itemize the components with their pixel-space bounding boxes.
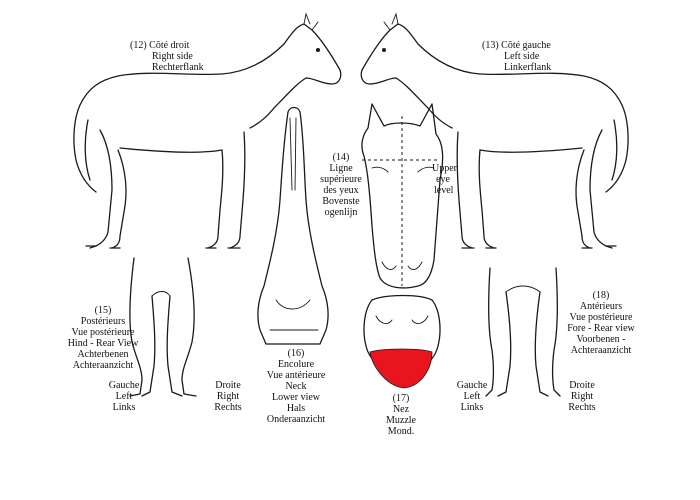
right-side-line-3: Rechterflank	[152, 62, 204, 73]
neck-lower-view-drawing	[257, 106, 329, 345]
eye-level-line-1: (14)	[332, 152, 350, 163]
left-side-line-2: Left side	[504, 51, 540, 62]
muzzle-view-drawing	[363, 294, 441, 389]
fore-view-line-2: Antérieurs	[579, 301, 623, 312]
fore-view-line-1: (18)	[592, 290, 610, 301]
hind-view-line-5: Achterbenen	[77, 349, 129, 360]
hind-view-line-3: Vue postérieure	[71, 327, 135, 338]
upper-eye-level-label: Upper eye level	[432, 163, 457, 196]
upper-eye-level-line-2: eye	[436, 174, 450, 185]
eye-level-line-6: ogenlijn	[324, 207, 358, 218]
hind-left-label: Gauche Left Links	[104, 380, 144, 413]
horse-right-side-drawing	[73, 12, 342, 249]
right-side-line-1: (12) Côté droit	[130, 40, 190, 51]
eye-level-line-2: Ligne	[329, 163, 353, 174]
neck-view-line-3: Vue antérieure	[266, 370, 326, 381]
horse-left-side-drawing	[360, 12, 629, 249]
fore-left-label: Gauche Left Links	[452, 380, 492, 413]
hind-right-line-3: Rechts	[214, 402, 242, 413]
eye-level-line-4: des yeux	[323, 185, 359, 196]
fore-view-line-6: Achteraanzicht	[570, 345, 632, 356]
eye-level-line-3: supérieure	[320, 174, 362, 185]
muzzle-view-label: (17) Nez Muzzle Mond.	[376, 393, 426, 437]
hind-view-line-2: Postérieurs	[80, 316, 126, 327]
hind-left-line-2: Left	[115, 391, 133, 402]
fore-view-line-5: Voorbenen -	[576, 334, 626, 345]
head-front-view-drawing	[361, 103, 444, 289]
hind-left-line-3: Links	[112, 402, 136, 413]
right-side-line-2: Right side	[152, 51, 193, 62]
upper-eye-level-line-3: level	[434, 185, 454, 196]
neck-view-line-2: Encolure	[277, 359, 315, 370]
neck-view-line-1: (16)	[287, 348, 305, 359]
neck-view-line-5: Lower view	[271, 392, 321, 403]
fore-right-line-1: Droite	[569, 380, 595, 391]
muzzle-view-line-2: Nez	[392, 404, 410, 415]
fore-left-line-3: Links	[460, 402, 484, 413]
muzzle-view-line-4: Mond.	[387, 426, 415, 437]
hind-left-line-1: Gauche	[108, 380, 140, 391]
left-side-label: (13) Côté gauche Left side Linkerflank	[482, 40, 551, 73]
fore-left-line-1: Gauche	[456, 380, 488, 391]
muzzle-view-line-1: (17)	[392, 393, 410, 404]
neck-view-label: (16) Encolure Vue antérieure Neck Lower …	[254, 348, 338, 425]
neck-view-line-7: Onderaanzicht	[266, 414, 326, 425]
neck-view-line-4: Neck	[285, 381, 307, 392]
muzzle-red-marking	[369, 348, 433, 389]
fore-right-label: Droite Right Rechts	[562, 380, 602, 413]
fore-right-line-2: Right	[570, 391, 594, 402]
hind-right-line-1: Droite	[215, 380, 241, 391]
eye-level-label: (14) Ligne supérieure des yeux Bovenste …	[316, 152, 366, 218]
eye-level-line-5: Bovenste	[322, 196, 360, 207]
hind-right-label: Droite Right Rechts	[208, 380, 248, 413]
fore-view-line-4: Fore - Rear view	[567, 323, 635, 334]
muzzle-view-line-3: Muzzle	[386, 415, 416, 426]
fore-legs-rear-view-drawing	[485, 267, 561, 397]
hind-view-line-1: (15)	[94, 305, 112, 316]
left-side-line-3: Linkerflank	[504, 62, 552, 73]
hind-right-line-2: Right	[216, 391, 240, 402]
fore-view-label: (18) Antérieurs Vue postérieure Fore - R…	[556, 290, 646, 356]
right-side-label: (12) Côté droit Right side Rechterflank	[130, 40, 204, 73]
hind-view-line-4: Hind - Rear View	[67, 338, 139, 349]
fore-view-line-3: Vue postérieure	[569, 312, 633, 323]
hind-legs-rear-view-drawing	[129, 257, 197, 397]
hind-view-label: (15) Postérieurs Vue postérieure Hind - …	[58, 305, 148, 371]
left-side-line-1: (13) Côté gauche	[482, 40, 551, 51]
fore-right-line-3: Rechts	[568, 402, 596, 413]
fore-left-line-2: Left	[463, 391, 481, 402]
neck-view-line-6: Hals	[286, 403, 306, 414]
hind-view-line-6: Achteraanzicht	[72, 360, 134, 371]
upper-eye-level-line-1: Upper	[432, 163, 457, 174]
